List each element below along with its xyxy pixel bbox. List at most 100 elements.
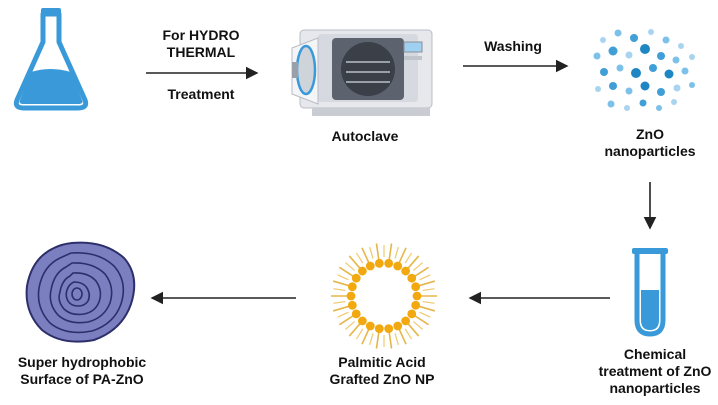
palmitic-chain (404, 328, 413, 340)
zno-bead (401, 266, 411, 276)
nanoparticle-dot (657, 88, 665, 96)
hydrothermal-line2: THERMAL (166, 44, 236, 60)
nanoparticle-dot (616, 64, 624, 72)
nanoparticle-dot (625, 87, 633, 95)
hydrophobic-surface-icon (25, 241, 136, 343)
nanoparticle-dot (648, 29, 654, 35)
palmitic-chain (345, 321, 355, 330)
nanoparticle-dot (624, 105, 630, 111)
hydrothermal-label: For HYDRO THERMAL (146, 27, 256, 61)
zno-bead (351, 309, 361, 319)
autoclave-icon (291, 29, 433, 116)
zno-bead (407, 309, 417, 319)
nanoparticle-dot (640, 81, 650, 91)
zno-bead (346, 291, 356, 301)
zno-bead (401, 316, 411, 326)
chemical-line3: nanoparticles (609, 380, 701, 396)
surface-label: Super hydrophobic Surface of PA-ZnO (4, 354, 160, 388)
zno-line2: nanoparticles (604, 143, 696, 159)
nanoparticles-icon (593, 29, 695, 111)
hydrothermal-line1: For HYDRO (162, 27, 240, 43)
surface-line1: Super hydrophobic (17, 354, 147, 370)
palmitic-line2: Grafted ZnO NP (329, 371, 435, 387)
flask-icon (13, 8, 89, 111)
nanoparticle-dot (681, 67, 689, 75)
nanoparticle-dot (609, 82, 617, 90)
nanoparticle-dot (600, 68, 608, 76)
palmitic-chain (413, 321, 423, 330)
palmitic-chain (369, 246, 374, 259)
zno-bead (351, 273, 361, 283)
zno-bead (384, 324, 394, 334)
nanoparticle-dot (640, 44, 650, 54)
nanoparticle-dot (689, 82, 695, 88)
nanoparticle-dot (630, 34, 638, 42)
palmitic-chain (355, 328, 364, 340)
zno-bead (365, 321, 375, 331)
nanoparticle-dot (656, 105, 662, 111)
grafted-nanoparticle-icon (331, 243, 437, 349)
washing-label: Washing (484, 38, 542, 54)
nanoparticle-dot (631, 68, 641, 78)
test-tube-icon (632, 248, 668, 337)
zno-bead (374, 324, 384, 334)
zno-bead (347, 300, 357, 310)
nanoparticle-dot (657, 52, 665, 60)
palmitic-chain (394, 246, 399, 259)
zno-bead (393, 321, 403, 331)
zno-bead (365, 261, 375, 271)
autoclave-label: Autoclave (331, 128, 399, 144)
nanoparticle-dot (614, 29, 622, 37)
nanoparticle-dot (649, 64, 657, 72)
nanoparticle-dot (671, 99, 677, 105)
chemical-line2: treatment of ZnO (598, 363, 712, 379)
zno-line1: ZnO (636, 126, 664, 142)
palmitic-label: Palmitic Acid Grafted ZnO NP (322, 354, 442, 388)
treatment-label: Treatment (167, 86, 235, 102)
zno-bead (357, 316, 367, 326)
chemical-label: Chemical treatment of ZnO nanoparticles (592, 346, 718, 397)
nanoparticle-dot (664, 69, 674, 79)
palmitic-chain (333, 288, 346, 292)
palmitic-chain (369, 333, 374, 346)
zno-bead (393, 261, 403, 271)
nanoparticle-dot (608, 46, 618, 56)
zno-label: ZnO nanoparticles (590, 126, 710, 160)
nanoparticle-dot (639, 99, 647, 107)
nanoparticle-dot (593, 52, 601, 60)
zno-bead (374, 258, 384, 268)
palmitic-chain (355, 252, 364, 264)
palmitic-chain (333, 300, 346, 304)
nanoparticle-dot (662, 36, 670, 44)
palmitic-chain (394, 333, 399, 346)
palmitic-chain (422, 288, 435, 292)
zno-bead (411, 282, 421, 292)
chemical-line1: Chemical (623, 346, 687, 362)
surface-line2: Surface of PA-ZnO (20, 371, 144, 387)
palmitic-chain (419, 274, 431, 281)
palmitic-chain (422, 300, 435, 304)
zno-bead (384, 258, 394, 268)
nanoparticle-dot (673, 84, 681, 92)
nanoparticle-dot (625, 51, 633, 59)
zno-bead (407, 273, 417, 283)
zno-bead (357, 266, 367, 276)
palmitic-chain (337, 311, 349, 318)
zno-bead (347, 282, 357, 292)
palmitic-chain (345, 262, 355, 271)
nanoparticle-dot (607, 100, 615, 108)
palmitic-line1: Palmitic Acid (338, 354, 426, 370)
nanoparticle-dot (678, 43, 684, 49)
nanoparticle-dot (595, 86, 601, 92)
zno-bead (411, 300, 421, 310)
nanoparticle-dot (672, 56, 680, 64)
zno-bead (412, 291, 422, 301)
nanoparticle-dot (689, 54, 695, 60)
palmitic-chain (337, 274, 349, 281)
nanoparticle-dot (600, 37, 606, 43)
palmitic-chain (419, 311, 431, 318)
palmitic-chain (413, 262, 423, 271)
palmitic-chain (404, 252, 413, 264)
